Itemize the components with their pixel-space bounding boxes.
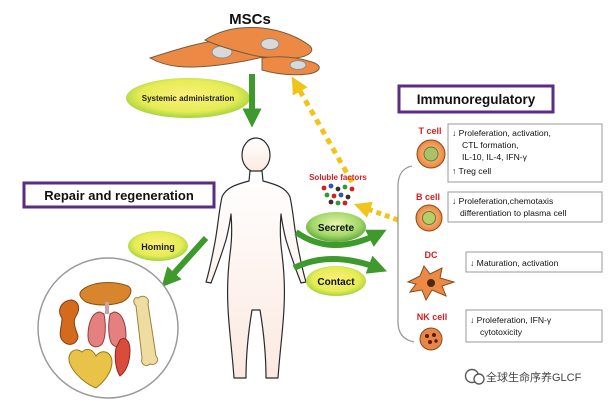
arrow-dashed-to-secrete	[354, 201, 399, 223]
t-cell-line-1: ↓ Proleferation, activation,	[452, 128, 551, 138]
heart-icon	[68, 348, 113, 389]
b-cell-box	[447, 191, 603, 223]
soluble-dot	[335, 200, 341, 206]
nk-cell-box	[465, 309, 603, 343]
soluble-dot	[345, 194, 351, 200]
soluble-dot	[328, 183, 334, 189]
arrow-secrete	[294, 229, 387, 248]
systemic-label: Systemic administration	[142, 94, 235, 103]
watermark-icon	[464, 368, 485, 385]
muscle-icon	[114, 337, 131, 377]
b-cell-line-1: ↓ Proleferation,chemotaxis	[452, 196, 553, 206]
soluble-dot	[328, 199, 334, 205]
soluble-dot	[321, 185, 327, 191]
nk-granule	[425, 334, 429, 338]
t-cell-line-3: IL-10, IL-4, IFN-γ	[462, 152, 528, 162]
b-cell-line-2: differentiation to plasma cell	[460, 208, 566, 218]
watermark: 全球生命序养GLCF	[464, 368, 582, 385]
msc-cells	[148, 27, 320, 76]
dc-nucleus	[427, 279, 435, 287]
soluble-dot	[331, 193, 337, 199]
dc-line-1: ↓ Maturation, activation	[470, 258, 559, 268]
arrow-contact	[292, 255, 387, 274]
body-outline	[205, 170, 307, 379]
immuno-label: Immunoregulatory	[417, 92, 536, 107]
nk-granule	[428, 340, 432, 344]
nk-granule	[434, 339, 438, 343]
b-cell-label: B cell	[416, 192, 440, 202]
t-cell-nucleus	[423, 146, 439, 162]
bone-icon	[133, 295, 159, 367]
msc-title: MSCs	[229, 11, 271, 28]
dc-label: DC	[425, 250, 438, 260]
liver-icon	[79, 282, 132, 306]
nk-granule	[432, 333, 436, 337]
organs-circle	[37, 257, 179, 399]
trachea-icon	[105, 302, 109, 314]
kidney-icon	[59, 299, 80, 345]
homing-ellipse	[128, 231, 188, 261]
contact-label: Contact	[317, 277, 355, 288]
t-cell-line-4: ↑ Treg cell	[452, 166, 491, 176]
soluble-dot	[324, 192, 330, 198]
dc-box	[465, 251, 603, 273]
systemic-ellipse	[126, 78, 250, 118]
soluble-dot	[342, 184, 348, 190]
body-head	[241, 137, 271, 173]
soluble-dot	[338, 192, 344, 198]
human-body	[205, 137, 307, 379]
t-cell-box	[447, 123, 603, 183]
msc-cell-right	[203, 27, 313, 59]
immuno-bracket	[397, 165, 415, 343]
soluble-dots	[321, 183, 355, 206]
t-cell-label: T cell	[418, 126, 441, 136]
arrow-homing	[161, 235, 209, 288]
b-cell-nucleus	[422, 211, 436, 225]
homing-label: Homing	[141, 242, 175, 252]
nk-cell-icon	[419, 327, 443, 351]
contact-ellipse	[306, 266, 366, 296]
soluble-label: Soluble factors	[309, 173, 367, 182]
secrete-ellipse	[306, 212, 366, 242]
msc-nucleus-bottom	[289, 60, 307, 70]
msc-nucleus-right	[260, 38, 280, 50]
soluble-dot	[335, 186, 341, 192]
nk-cell-label: NK cell	[417, 312, 448, 322]
nk-cell-line-2: cytotoxicity	[480, 327, 523, 337]
watermark-text: 全球生命序养GLCF	[486, 370, 582, 384]
secrete-label: Secrete	[318, 223, 355, 234]
arrow-dashed-to-msc	[291, 76, 355, 184]
immuno-box	[397, 84, 555, 114]
t-cell-line-2: CTL formation,	[462, 140, 519, 150]
nk-cell-line-1: ↓ Proleferation, IFN-γ	[470, 315, 552, 325]
organs-group	[59, 282, 159, 389]
repair-label: Repair and regeneration	[44, 188, 194, 203]
soluble-dot	[349, 186, 355, 192]
repair-box	[22, 181, 216, 209]
soluble-dot	[342, 200, 348, 206]
